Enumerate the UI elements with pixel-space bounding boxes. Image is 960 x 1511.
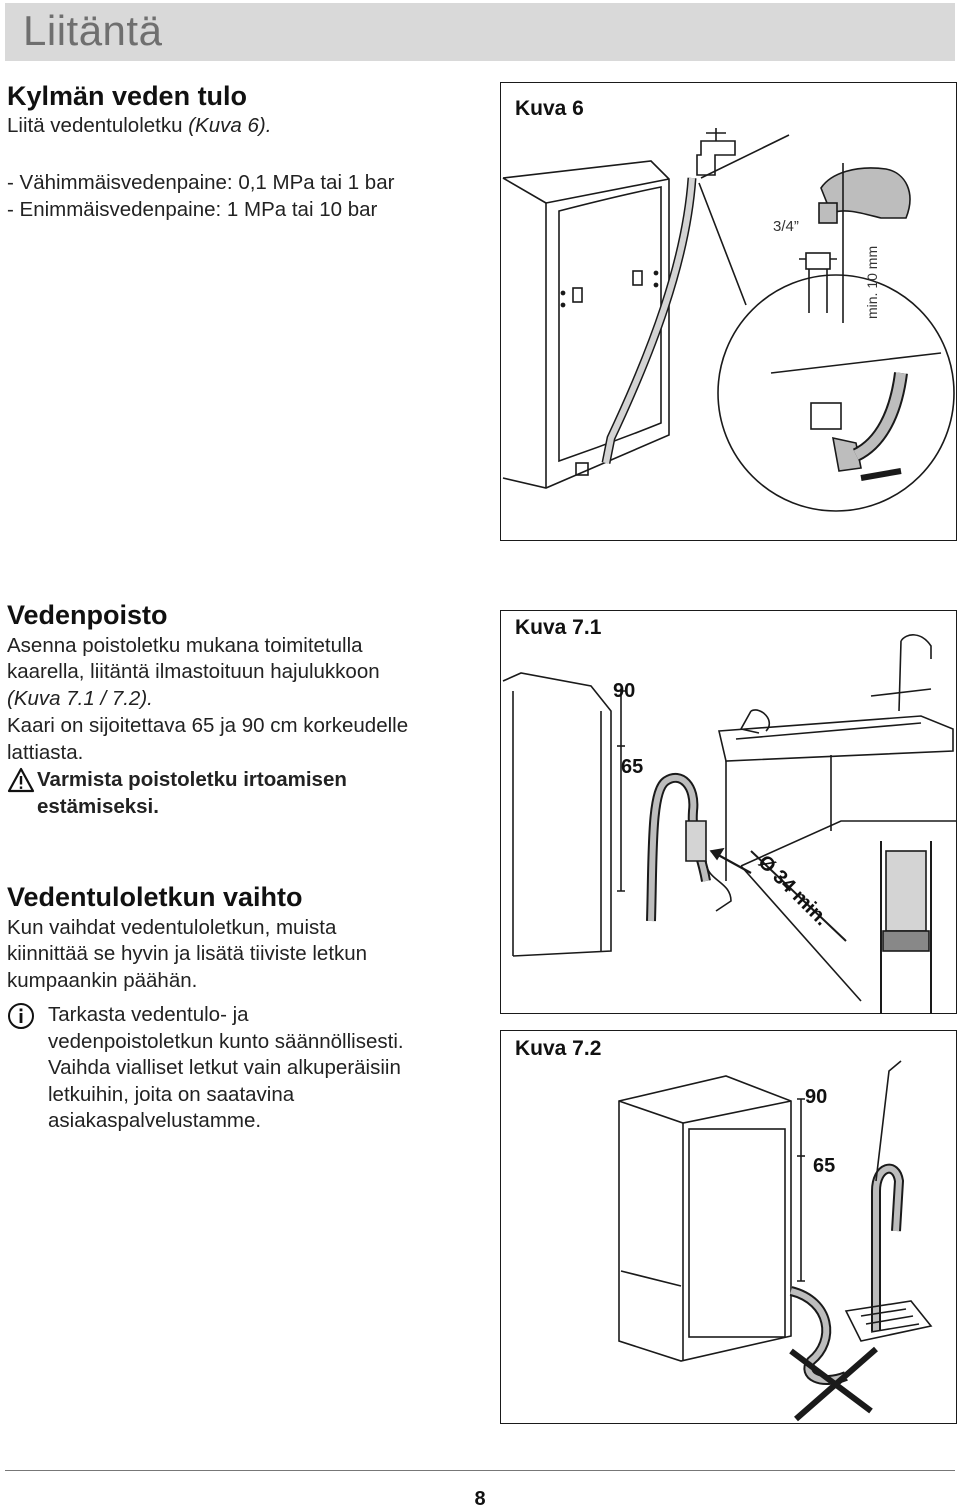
min-pressure-line: - Vähimmäisvedenpaine: 0,1 MPa tai 1 bar [7,171,395,194]
warning-line-2: estämiseksi. [37,794,159,818]
warning-icon [7,767,37,798]
fig71-height-65: 65 [621,756,643,778]
hose-change-heading: Vedentuloletkun vaihto [7,882,303,912]
info-note: Tarkasta vedentulo- ja vedenpoistoletkun… [7,1002,404,1135]
cold-water-intro: Liitä vedentuloletku (Kuva 6). [7,113,271,140]
info-line-4: letkuihin, joita on saatavina [48,1082,295,1106]
figure-7-1-illustration: 90 65 Ø 34 min. [502,634,956,1013]
thread-size-label: 3/4” [773,218,799,235]
fig71-height-90: 90 [613,680,635,702]
figure-7-1: Kuva 7.1 [500,610,957,1014]
page-number: 8 [474,1488,486,1510]
cold-water-intro-text: Liitä vedentuloletku [7,114,189,137]
fig72-height-90: 90 [805,1086,827,1108]
drain-line-3: Kaari on sijoitettava 65 ja 90 cm korkeu… [7,714,409,737]
min-gap-label: min. 10 mm [864,246,880,319]
figure-7-2-label: Kuva 7.2 [515,1037,602,1060]
page-title: Liitäntä [23,7,163,54]
figure-6: Kuva 6 [500,82,957,541]
info-line-5: asiakaspalvelustamme. [48,1109,262,1132]
info-line-3: Vaihda vialliset letkut vain alkuperäisi… [48,1056,401,1079]
info-line-1: Tarkasta vedentulo- ja [48,1003,249,1026]
fig71-diameter: Ø 34 min. [753,851,832,930]
footer-rule [5,1470,955,1471]
drain-line-4: lattiasta. [7,741,84,764]
title-bar: Liitäntä [5,3,955,61]
max-pressure-line: - Enimmäisvedenpaine: 1 MPa tai 10 bar [7,198,378,221]
fig72-height-65: 65 [813,1155,835,1177]
figure-6-label: Kuva 6 [515,97,584,120]
drain-figure-ref: (Kuva 7.1 / 7.2). [7,687,153,710]
hose-change-line-3: kumpaankin päähän. [7,969,198,992]
cold-water-heading: Kylmän veden tulo [7,81,248,111]
warning-line-1: Varmista poistoletku irtoamisen [37,768,347,791]
drain-line-1: Asenna poistoletku mukana toimitetulla [7,634,363,657]
figure-6-illustration: 3/4” min. 10 mm [502,128,955,512]
figure-7-2: Kuva 7.2 90 65 [500,1030,957,1424]
info-icon [7,1002,49,1035]
hose-change-line-1: Kun vaihdat vedentuloletkun, muista [7,916,337,939]
figure-7-1-label: Kuva 7.1 [515,616,602,639]
cold-water-figure-ref: (Kuva 6). [188,114,272,137]
info-line-2: vedenpoistoletkun kunto säännöllisesti. [48,1029,404,1053]
figure-7-2-illustration: 90 65 [618,1060,933,1422]
drain-line-2: kaarella, liitäntä ilmastoituun hajulukk… [7,660,380,683]
drain-warning: Varmista poistoletku irtoamisen estämise… [7,767,347,820]
hose-change-line-2: kiinnittää se hyvin ja lisätä tiiviste l… [7,942,368,965]
drain-heading: Vedenpoisto [7,600,168,630]
